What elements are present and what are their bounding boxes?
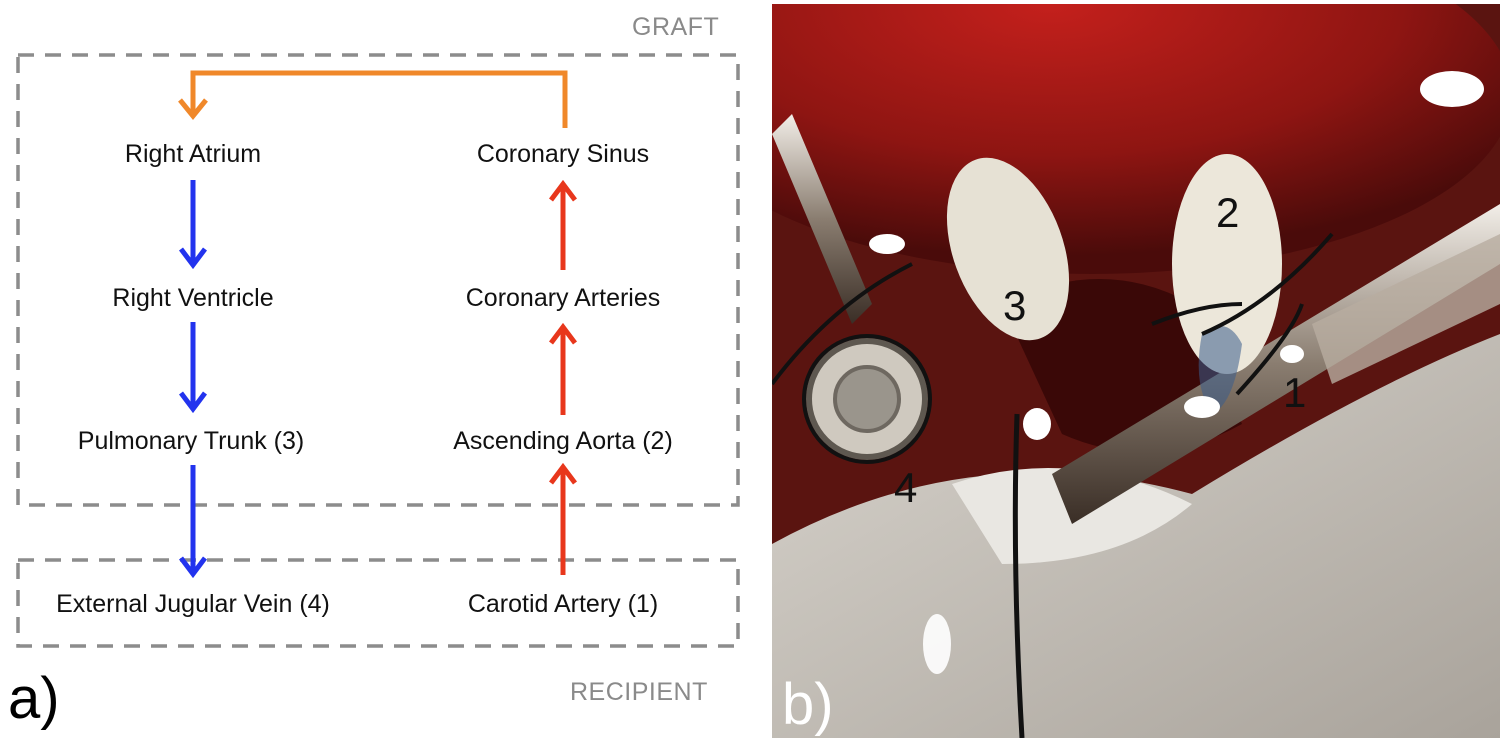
node-coronary-arteries: Coronary Arteries xyxy=(466,284,661,313)
surgical-photo-image xyxy=(772,4,1500,738)
flow-diagram-panel: GRAFT RECIPIENT Right Atrium Right Ventr… xyxy=(0,0,770,741)
arterial-arrow-aa-cor xyxy=(551,327,575,415)
node-right-atrium: Right Atrium xyxy=(125,140,261,169)
photo-marker-1: 1 xyxy=(1283,369,1306,417)
node-right-ventricle: Right Ventricle xyxy=(112,284,273,313)
venous-arrow-ra-rv xyxy=(181,180,205,265)
photo-marker-4: 4 xyxy=(894,464,917,512)
photo-marker-2: 2 xyxy=(1216,189,1239,237)
node-ascending-aorta: Ascending Aorta (2) xyxy=(453,427,673,456)
panel-label-b: b) xyxy=(782,676,834,734)
arterial-arrow-cor-cs xyxy=(551,184,575,270)
node-pulmonary-trunk: Pulmonary Trunk (3) xyxy=(78,427,304,456)
venous-arrow-rv-pt xyxy=(181,322,205,409)
node-coronary-sinus: Coronary Sinus xyxy=(477,140,649,169)
return-arrow xyxy=(180,73,565,128)
recipient-label: RECIPIENT xyxy=(570,678,708,707)
photo-marker-3: 3 xyxy=(1003,282,1026,330)
venous-arrow-pt-ejv xyxy=(181,465,205,574)
diagram-graphics xyxy=(0,0,770,741)
surgical-photo-panel: 1 2 3 4 b) xyxy=(772,4,1500,738)
node-carotid-artery: Carotid Artery (1) xyxy=(468,590,658,619)
node-external-jugular-vein: External Jugular Vein (4) xyxy=(56,590,330,619)
panel-label-a: a) xyxy=(8,670,60,728)
graft-label: GRAFT xyxy=(632,13,719,42)
